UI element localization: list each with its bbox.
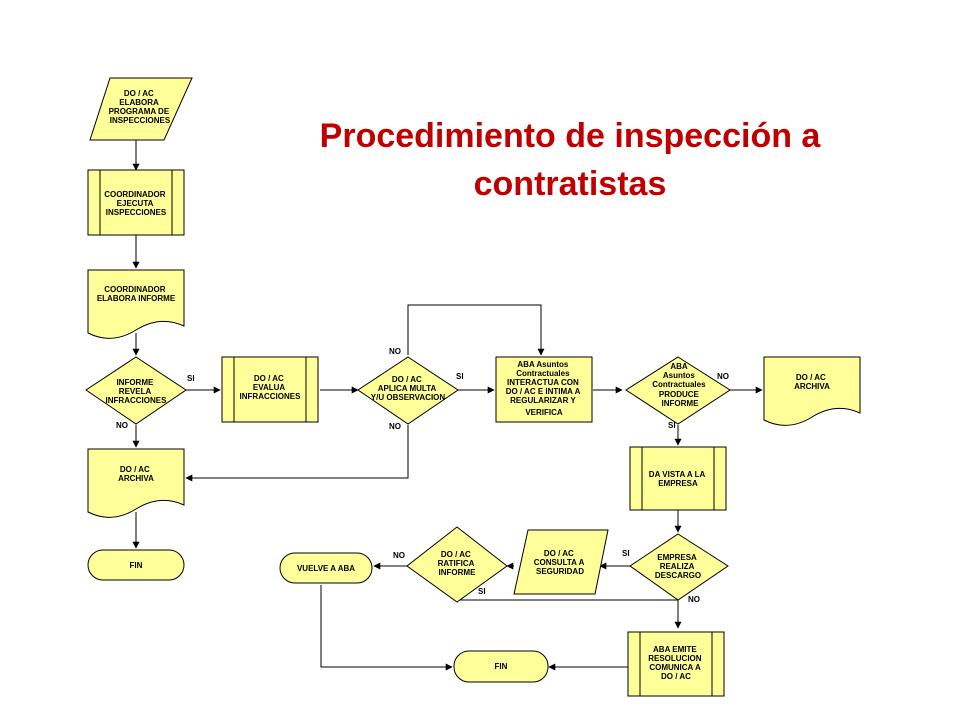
edge-multa-archiva bbox=[185, 425, 409, 482]
node-text: ABA Asuntos Contractuales PRODUCE INFORM… bbox=[652, 362, 708, 408]
diagram-title: Procedimiento de inspección a contratist… bbox=[319, 117, 821, 203]
node-text: DO / AC RATIFICA INFORME bbox=[438, 550, 477, 577]
node-text: ABA EMITE RESOLUCION COMUNICA A DO / AC bbox=[648, 645, 704, 681]
node-do-ac-ratifica: DO / AC RATIFICA INFORME bbox=[406, 526, 508, 603]
node-text: COORDINADOR ELABORA INFORME bbox=[97, 285, 176, 303]
label-aba-si: SI bbox=[668, 421, 676, 430]
label-ratifica-si: SI bbox=[478, 587, 486, 596]
flow-edges bbox=[132, 140, 763, 671]
node-fin-bottom: FIN bbox=[453, 650, 549, 683]
node-do-ac-archiva-left: DO / AC ARCHIVA bbox=[87, 448, 185, 518]
node-text: ABA Asuntos Contractuales INTERACTUA CON… bbox=[506, 360, 583, 417]
label-informe-no: NO bbox=[116, 421, 128, 430]
node-text: DO / AC CONSULTA A SEGURIDAD bbox=[534, 549, 587, 576]
label-informe-si: SI bbox=[187, 374, 195, 383]
node-do-ac-consulta: DO / AC CONSULTA A SEGURIDAD bbox=[513, 529, 609, 595]
node-text: EMPRESA REALIZA DESCARGO bbox=[655, 553, 701, 580]
label-multa-no-bottom: NO bbox=[389, 422, 401, 431]
node-coordinador-elabora-informe: COORDINADOR ELABORA INFORME bbox=[87, 269, 185, 339]
node-do-ac-archiva-right: DO / AC ARCHIVA bbox=[763, 356, 861, 426]
node-text: DA VISTA A LA EMPRESA bbox=[649, 470, 707, 488]
edge-vuelve-fin bbox=[320, 585, 453, 671]
node-text: COORDINADOR EJECUTA INSPECCIONES bbox=[104, 190, 168, 217]
label-multa-no-top: NO bbox=[389, 347, 401, 356]
node-text: DO / AC ELABORA PROGRAMA DE INSPECCIONES bbox=[109, 89, 172, 125]
node-vuelve-a-aba: VUELVE A ABA bbox=[279, 552, 373, 584]
node-aba-emite: ABA EMITE RESOLUCION COMUNICA A DO / AC bbox=[627, 631, 725, 697]
node-empresa-realiza: EMPRESA REALIZA DESCARGO bbox=[629, 533, 729, 601]
label-ratifica-no: NO bbox=[393, 551, 405, 560]
node-text: DO / AC ARCHIVA bbox=[794, 373, 830, 391]
edge-labels: SI NO SI NO NO NO SI SI NO NO SI bbox=[116, 347, 729, 604]
node-text: VUELVE A ABA bbox=[297, 564, 355, 573]
node-da-vista: DA VISTA A LA EMPRESA bbox=[629, 446, 727, 511]
node-text: FIN bbox=[130, 561, 143, 570]
node-informe-revela: INFORME REVELA INFRACCIONES bbox=[85, 356, 187, 425]
node-text: INFORME REVELA INFRACCIONES bbox=[106, 378, 168, 405]
node-text: DO / AC EVALUA INFRACCIONES bbox=[240, 374, 302, 401]
node-text: DO / AC APLICA MULTA Y/U OBSERVACION bbox=[371, 375, 446, 402]
label-aba-no: NO bbox=[717, 372, 729, 381]
label-multa-si: SI bbox=[456, 372, 464, 381]
node-aba-produce-informe: ABA Asuntos Contractuales PRODUCE INFORM… bbox=[625, 356, 731, 425]
node-do-ac-aplica-multa: DO / AC APLICA MULTA Y/U OBSERVACION bbox=[357, 356, 459, 425]
node-fin-left: FIN bbox=[87, 549, 185, 581]
node-do-ac-elabora-programa: DO / AC ELABORA PROGRAMA DE INSPECCIONES bbox=[89, 77, 193, 141]
node-text: DO / AC ARCHIVA bbox=[118, 465, 154, 483]
node-do-ac-evalua: DO / AC EVALUA INFRACCIONES bbox=[221, 356, 319, 423]
label-empresa-si: SI bbox=[622, 549, 630, 558]
node-text: FIN bbox=[495, 662, 508, 671]
node-coordinador-ejecuta: COORDINADOR EJECUTA INSPECCIONES bbox=[87, 169, 185, 236]
edge-multa-loop bbox=[407, 304, 545, 356]
label-empresa-no: NO bbox=[688, 595, 700, 604]
node-aba-interactua: ABA Asuntos Contractuales INTERACTUA CON… bbox=[495, 356, 593, 423]
